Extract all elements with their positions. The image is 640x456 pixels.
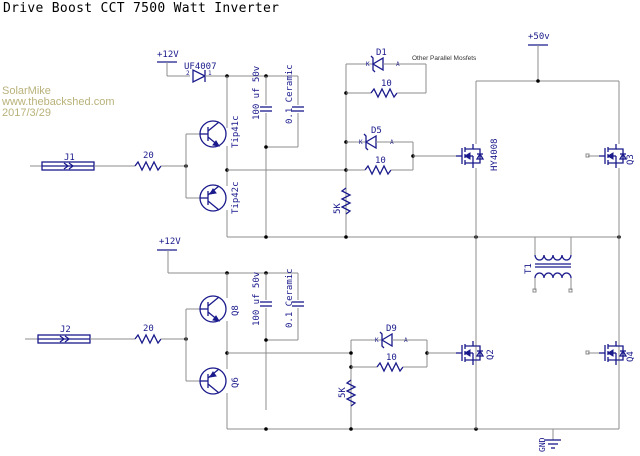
cap-elec-top-label: 100 uf 50v: [252, 66, 262, 120]
svg-text:K: K: [359, 139, 363, 146]
connector-j1: [41, 161, 95, 171]
diode-uf4007: UF4007 2 1: [184, 62, 217, 84]
note-other-parallel-mosfets: Other Parallel Mosfets: [412, 55, 477, 62]
rail-12v-bottom-label: +12V: [159, 237, 181, 247]
svg-text:Tip42c: Tip42c: [231, 181, 241, 214]
cap-elec-bottom-label: 100 uf 50v: [252, 272, 262, 326]
svg-text:20: 20: [143, 151, 154, 161]
zener-d1: [370, 55, 384, 73]
connector-j1-label: J1: [64, 153, 75, 163]
svg-text:2: 2: [186, 70, 190, 77]
svg-text:10: 10: [386, 353, 397, 363]
svg-text:Q6: Q6: [231, 377, 241, 388]
rail-12v-top-label: +12V: [157, 50, 179, 60]
svg-text:5K: 5K: [333, 203, 343, 214]
connector-j2: [37, 334, 91, 344]
diode-uf4007-label: UF4007: [184, 62, 217, 72]
transistor-q8: [199, 295, 227, 323]
svg-text:Tip41c: Tip41c: [231, 115, 241, 148]
rail-50v: +50v: [528, 32, 550, 46]
ground-label: GND: [538, 437, 547, 452]
svg-text:K: K: [375, 337, 379, 344]
connector-j2-label: J2: [60, 325, 71, 335]
diagram-title: Drive Boost CCT 7500 Watt Inverter: [3, 1, 280, 16]
watermark-date: 2017/3/29: [2, 107, 51, 119]
svg-text:5K: 5K: [338, 387, 348, 398]
svg-text:D9: D9: [386, 324, 397, 334]
zener-d5: [363, 133, 377, 151]
mosfet-q3: [598, 143, 627, 169]
cap-cer-top-label: 0.1 Ceramic: [285, 64, 295, 124]
rail-12v-top: +12V: [157, 50, 179, 76]
rail-50v-label: +50v: [528, 32, 550, 42]
rail-12v-bottom: +12V: [157, 237, 181, 251]
mosfet-q4: [598, 340, 627, 366]
svg-text:20: 20: [143, 324, 154, 334]
transistor-tip41c: [199, 120, 227, 148]
transistor-q6: [199, 367, 227, 395]
resistor-20-bottom: [134, 334, 162, 344]
transistor-tip42c: [199, 184, 227, 212]
svg-text:1: 1: [208, 70, 212, 77]
cap-cer-bottom-label: 0.1 Ceramic: [285, 268, 295, 328]
svg-text:D1: D1: [376, 48, 387, 58]
svg-text:Q3: Q3: [626, 154, 636, 165]
svg-text:K: K: [366, 61, 370, 68]
svg-text:T1: T1: [524, 263, 534, 274]
resistor-10-b: [364, 165, 392, 175]
svg-text:D5: D5: [371, 126, 382, 136]
resistor-10-c: [376, 362, 404, 372]
resistor-20-top: [134, 161, 162, 171]
mosfet-hy4008: [455, 143, 484, 169]
svg-text:Q8: Q8: [231, 305, 241, 316]
svg-text:Q4: Q4: [626, 351, 636, 362]
transformer-t1: T1: [524, 237, 573, 293]
watermark-author: SolarMike: [2, 85, 51, 97]
svg-text:Q2: Q2: [486, 349, 496, 360]
svg-text:10: 10: [375, 156, 386, 166]
ground-symbol: GND: [538, 429, 561, 452]
resistor-10-a: [370, 88, 398, 98]
watermark-website: www.thebackshed.com: [2, 96, 115, 108]
zener-d9: [379, 331, 393, 349]
svg-text:10: 10: [381, 79, 392, 89]
mosfet-q2: [455, 340, 484, 366]
svg-text:HY4008: HY4008: [490, 138, 500, 171]
